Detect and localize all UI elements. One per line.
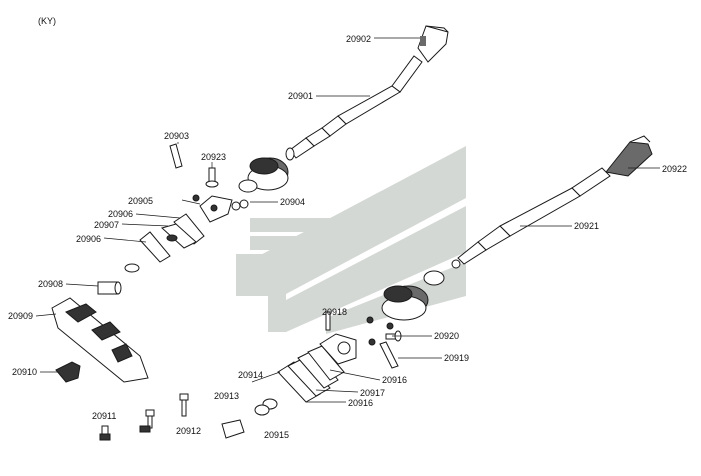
callout-20908: 20908: [38, 279, 64, 289]
callout-20918: 20918: [322, 307, 348, 317]
pin-20919: [379, 341, 399, 369]
region-code: (KY): [38, 16, 56, 26]
callout-20907: 20907: [94, 220, 120, 230]
plates-upper: [139, 213, 205, 263]
callout-20910: 20910: [12, 367, 38, 377]
callout-20919: 20919: [444, 353, 470, 363]
clip-20910: [55, 361, 81, 383]
callout-20923: 20923: [201, 152, 227, 162]
bushing-20908: [97, 281, 122, 295]
ring-20915b: [254, 404, 270, 416]
callout-20921: 20921: [574, 221, 600, 231]
callout-20920: 20920: [434, 331, 460, 341]
lower-cable: [451, 135, 653, 269]
bolts-20912: [139, 393, 189, 433]
upper-cable: [285, 25, 449, 161]
callout-20901: 20901: [288, 91, 314, 101]
callout-20905: 20905: [128, 196, 154, 206]
callout-20902: 20902: [346, 34, 372, 44]
bracket-20909: [51, 297, 149, 383]
bolt-20923: [205, 167, 219, 188]
bracket-cluster-upper: [192, 194, 249, 223]
callout-20916-upper: 20916: [382, 375, 408, 385]
callout-20909: 20909: [8, 311, 34, 321]
bracket-20918: [319, 311, 357, 365]
callout-20915: 20915: [264, 430, 290, 440]
callout-20922: 20922: [662, 164, 688, 174]
callout-20912: 20912: [176, 426, 202, 436]
callout-20906-lower: 20906: [76, 234, 102, 244]
nut-20911: [99, 425, 111, 441]
callout-20906-upper: 20906: [108, 209, 134, 219]
leader-lines: [35, 37, 660, 403]
callout-20913: 20913: [214, 391, 240, 401]
callout-20914: 20914: [238, 370, 264, 380]
callout-20903: 20903: [164, 131, 190, 141]
upper-boot: [238, 157, 289, 193]
bushing-20913: [221, 419, 245, 439]
plates-lower: [277, 345, 345, 403]
washer-upper: [124, 263, 140, 273]
callout-20904: 20904: [280, 197, 306, 207]
callout-20916-lower: 20916: [348, 398, 374, 408]
pin-20903: [169, 143, 183, 169]
callout-20917: 20917: [360, 388, 386, 398]
lower-boot: [366, 270, 445, 346]
callout-20911: 20911: [92, 411, 117, 421]
